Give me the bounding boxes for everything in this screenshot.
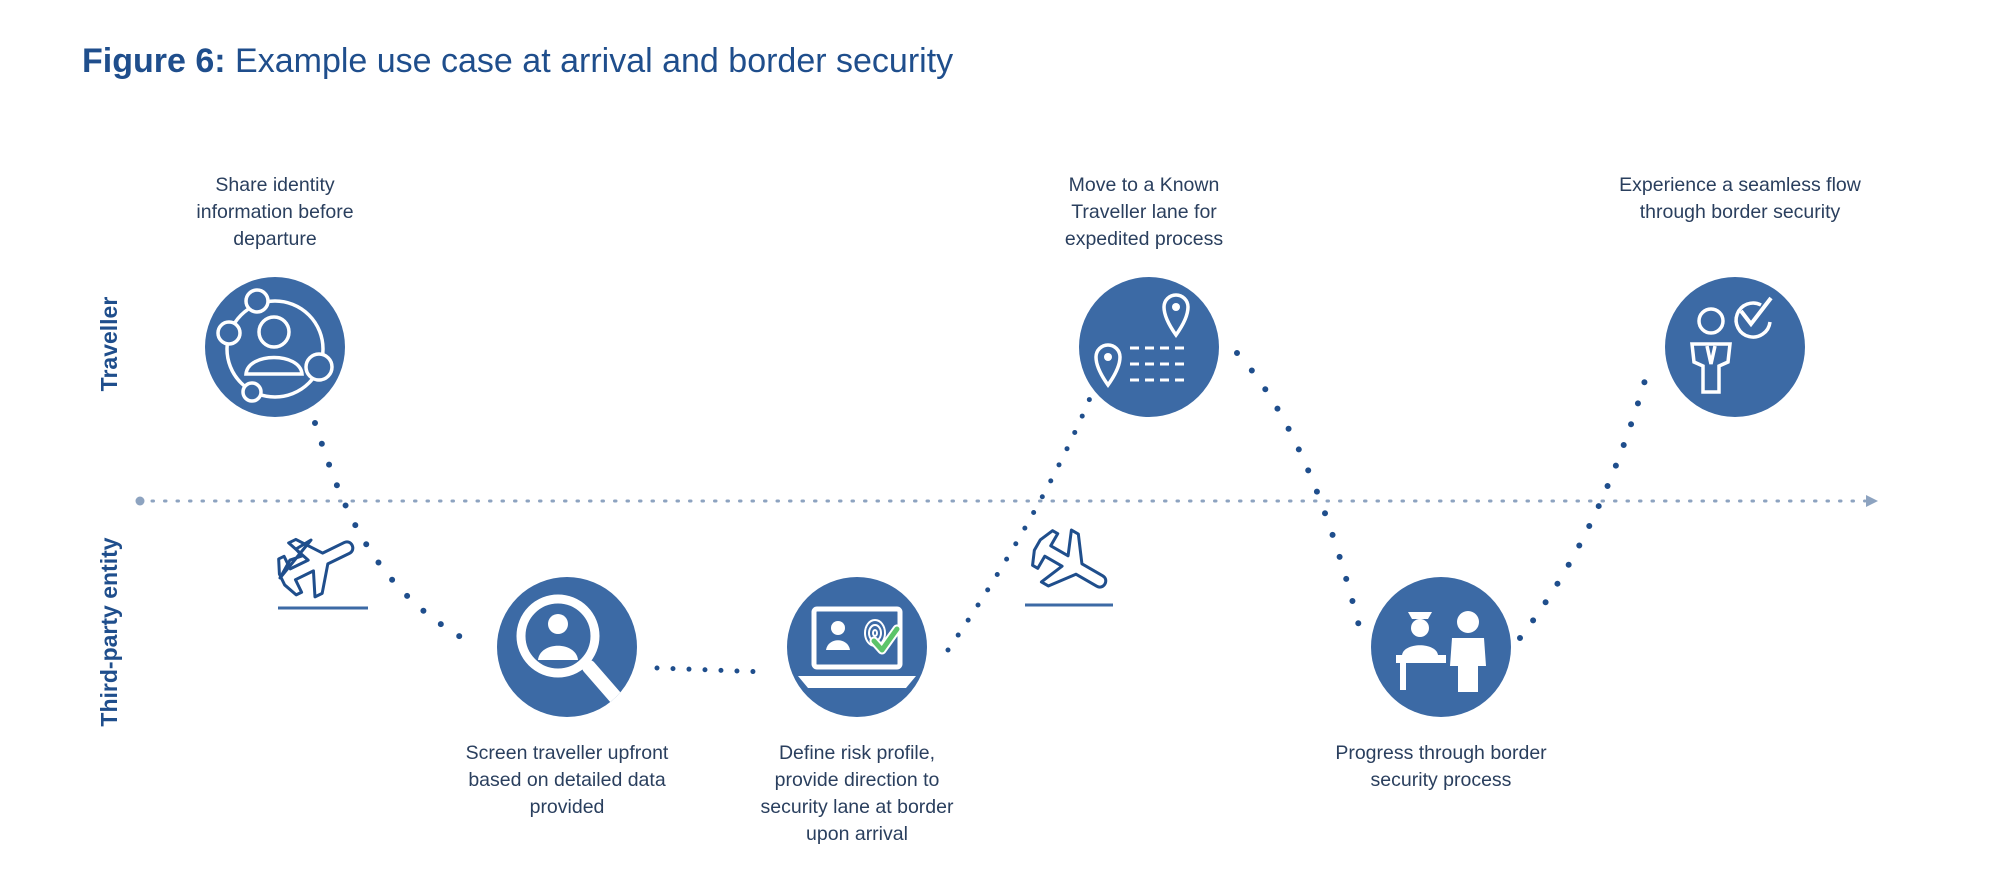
border-officer-desk-icon xyxy=(1396,611,1486,692)
path-segment-5 xyxy=(1517,360,1653,641)
caption-line: Move to a Known xyxy=(1068,174,1220,196)
caption-line: Traveller lane for xyxy=(1071,201,1217,223)
person-check-icon xyxy=(1690,296,1773,394)
step-caption-known-traveller-lane: Move to a Known Traveller lane for exped… xyxy=(1009,172,1279,253)
journey-path xyxy=(312,350,1653,675)
caption-line: information before xyxy=(196,201,354,223)
step-circle-screen-traveller xyxy=(497,577,637,717)
path-segment-1 xyxy=(312,420,478,648)
caption-line: Share identity xyxy=(215,174,335,196)
lane-divider xyxy=(135,495,1878,507)
path-segment-2 xyxy=(654,665,768,675)
figure-label: Figure 6: xyxy=(82,42,226,80)
step-caption-share-identity: Share identity information before depart… xyxy=(155,172,395,253)
caption-line: Progress through border xyxy=(1335,742,1547,764)
caption-line: Screen traveller upfront xyxy=(465,742,669,764)
route-pins-icon xyxy=(1094,293,1190,389)
step-caption-define-risk: Define risk profile, provide direction t… xyxy=(712,740,1002,848)
caption-line: provided xyxy=(529,796,605,818)
step-caption-screen-traveller: Screen traveller upfront based on detail… xyxy=(417,740,717,821)
figure-title-text: Example use case at arrival and border s… xyxy=(235,42,954,80)
caption-line: security process xyxy=(1370,769,1512,791)
caption-line: through border security xyxy=(1639,201,1841,223)
step-caption-seamless-flow: Experience a seamless flow through borde… xyxy=(1575,172,1905,226)
step-circle-define-risk xyxy=(787,577,927,717)
step-circle-known-traveller-lane xyxy=(1079,277,1219,417)
caption-line: provide direction to xyxy=(774,769,940,791)
path-segment-4 xyxy=(1234,350,1363,633)
path-segment-3 xyxy=(945,395,1093,653)
caption-line: security lane at border xyxy=(760,796,954,818)
step-caption-border-process: Progress through border security process xyxy=(1281,740,1601,794)
caption-line: Define risk profile, xyxy=(778,742,936,764)
step-circle-share-identity xyxy=(205,277,345,417)
caption-line: expedited process xyxy=(1064,228,1224,250)
caption-line: based on detailed data xyxy=(468,769,666,791)
step-circle-seamless-flow xyxy=(1665,277,1805,417)
caption-line: Experience a seamless flow xyxy=(1619,174,1861,196)
caption-line: departure xyxy=(233,228,317,250)
figure-title: Figure 6: Example use case at arrival an… xyxy=(82,42,953,81)
identity-network-icon xyxy=(216,288,334,403)
plane-takeoff-icon xyxy=(277,537,368,610)
plane-landing-icon xyxy=(1025,528,1113,607)
step-circle-border-process xyxy=(1371,577,1511,717)
magnifier-person-icon xyxy=(516,594,623,705)
laptop-fingerprint-check-icon xyxy=(798,606,916,688)
caption-line: upon arrival xyxy=(806,823,908,845)
